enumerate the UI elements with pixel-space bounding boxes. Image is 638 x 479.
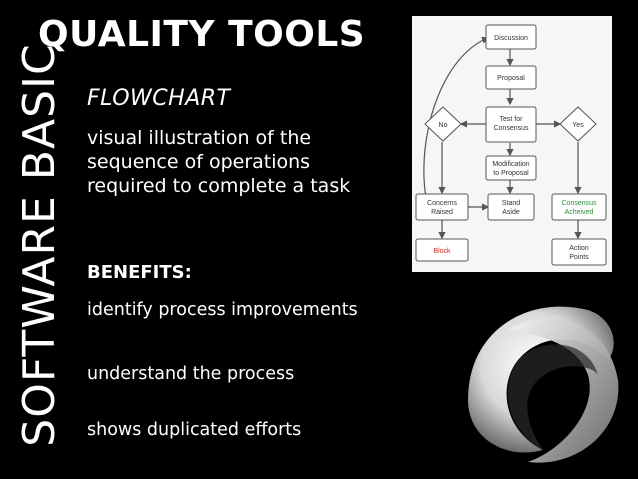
benefit-item: shows duplicated efforts xyxy=(87,420,302,440)
flowchart-box-test xyxy=(485,106,537,143)
flowchart-decision-no xyxy=(424,106,462,142)
flowchart-decision-yes xyxy=(559,106,597,142)
fc-label: Proposal xyxy=(497,75,525,82)
flowchart-box-stand-aside xyxy=(487,193,535,221)
fc-label: Modification xyxy=(492,161,529,168)
fc-label: Yes xyxy=(572,122,584,129)
benefits-label: BENEFITS: xyxy=(87,262,192,283)
benefit-item: understand the process xyxy=(87,364,295,384)
vertical-section-title: SOFTWARE BASIC xyxy=(14,43,65,447)
fc-label: Consensus xyxy=(561,200,597,207)
benefit-item: identify process improvements xyxy=(87,300,358,320)
flowchart-box-proposal xyxy=(485,65,537,90)
flowchart-box-block xyxy=(415,238,469,262)
flowchart-diagram: Discussion Proposal Test for Consensus N… xyxy=(412,16,612,272)
flowchart-definition: visual illustration of the sequence of o… xyxy=(87,127,351,197)
fc-label: Action xyxy=(569,245,589,252)
fc-label: Raised xyxy=(431,209,453,216)
fc-label: to Proposal xyxy=(493,170,529,177)
fc-label: No xyxy=(439,122,448,129)
fc-label: Discussion xyxy=(494,35,528,42)
fc-label: Consensus xyxy=(493,125,529,132)
fc-label: Test for xyxy=(500,116,524,123)
decorative-sphere-graphic xyxy=(448,290,623,470)
flowchart-box-consensus xyxy=(551,193,607,221)
fc-label: Concerns xyxy=(427,200,457,207)
fc-label: Stand xyxy=(502,200,520,207)
slide-title: QUALITY TOOLS xyxy=(38,14,366,55)
fc-label: Aside xyxy=(502,209,520,216)
flowchart-box-concerns xyxy=(415,193,469,221)
flowchart-heading: FLOWCHART xyxy=(87,86,231,111)
fc-label: Block xyxy=(433,248,451,255)
flowchart-box-modification xyxy=(485,155,537,181)
fc-label: Points xyxy=(569,254,589,261)
flowchart-box-discussion xyxy=(485,24,537,50)
fc-label: Acheived xyxy=(565,209,594,216)
flowchart-box-action xyxy=(551,238,607,266)
